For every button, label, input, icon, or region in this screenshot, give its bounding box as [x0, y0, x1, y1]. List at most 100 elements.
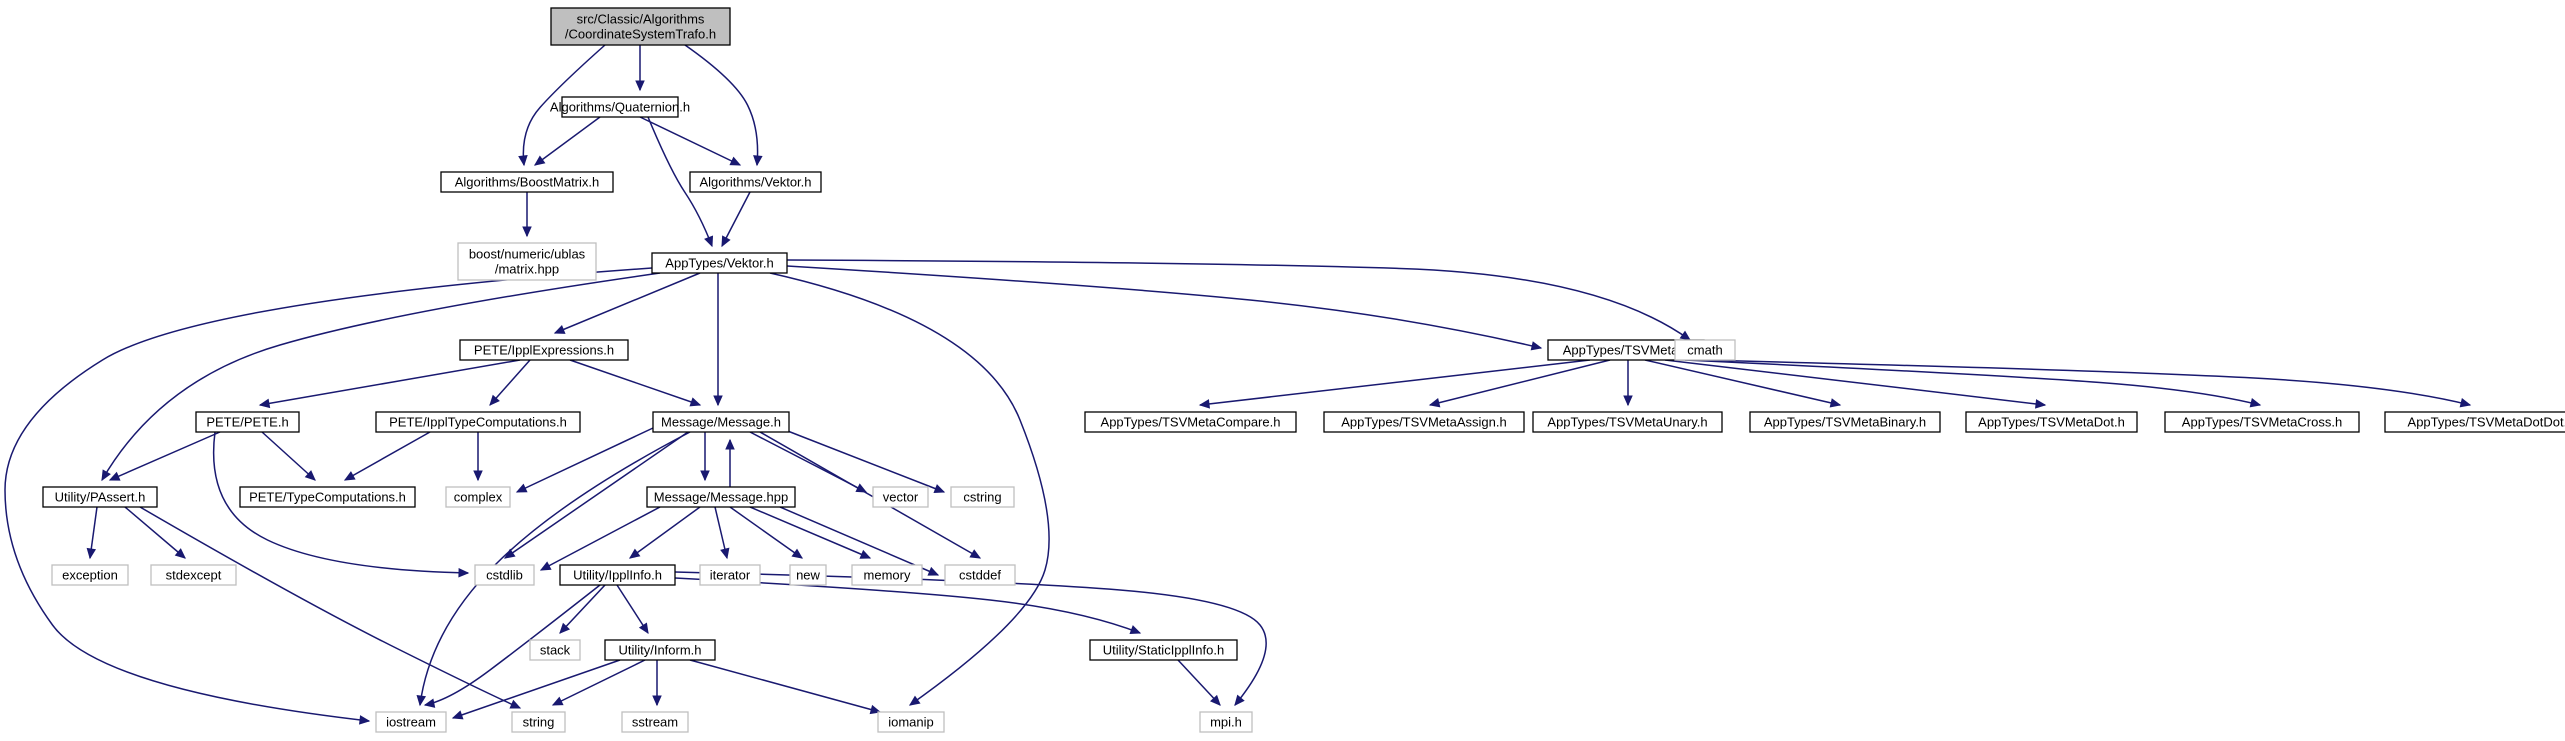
node-pete[interactable]: PETE/PETE.h [195, 411, 300, 433]
node-tsvunary[interactable]: AppTypes/TSVMetaUnary.h [1532, 411, 1723, 433]
arrowhead [720, 547, 730, 560]
edge-root-to-algvektor [684, 44, 763, 167]
edge-inform-to-iomanip [689, 659, 882, 715]
edge-line [779, 427, 945, 493]
node-ipplexpr[interactable]: PETE/IpplExpressions.h [459, 339, 629, 361]
edge-line [109, 431, 221, 481]
node-message[interactable]: Message/Message.h [652, 411, 790, 433]
node-memory: memory [851, 564, 923, 586]
node-box [621, 711, 689, 733]
node-appvektor[interactable]: AppTypes/Vektor.h [651, 252, 788, 274]
edge-messagehpp-to-ipplinfo [629, 506, 701, 559]
node-label: iostream [386, 715, 436, 730]
node-tsvbinary[interactable]: AppTypes/TSVMetaBinary.h [1749, 411, 1941, 433]
edge-message-to-cstddef [759, 431, 982, 559]
edge-line [139, 506, 521, 709]
node-complex: complex [445, 486, 511, 508]
node-iterator: iterator [699, 564, 761, 586]
node-tsvassign[interactable]: AppTypes/TSVMetaAssign.h [1323, 411, 1525, 433]
arrowhead [343, 471, 356, 481]
arrowhead [458, 568, 470, 578]
node-iomanip: iomanip [877, 711, 945, 733]
node-label: AppTypes/TSVMetaCompare.h [1101, 415, 1281, 430]
node-label: /CoordinateSystemTrafo.h [565, 27, 716, 42]
edge-ipplinfo-to-stack [559, 584, 606, 634]
edge-ipplinfo-to-staticipplinfo [674, 577, 1142, 635]
node-box [239, 486, 416, 508]
node-box [150, 564, 237, 586]
node-ippltypecomp[interactable]: PETE/IpplTypeComputations.h [375, 411, 581, 433]
node-box [1749, 411, 1941, 433]
node-box [1323, 411, 1525, 433]
node-box [51, 564, 129, 586]
arrowhead [522, 226, 532, 238]
node-tsvcross[interactable]: AppTypes/TSVMetaCross.h [2164, 411, 2360, 433]
edges-layer [4, 44, 2472, 725]
node-algvektor[interactable]: Algorithms/Vektor.h [689, 171, 822, 193]
node-label: AppTypes/TSVMetaCross.h [2182, 415, 2342, 430]
node-box [1084, 411, 1297, 433]
edge-line [689, 659, 881, 713]
arrowhead [539, 561, 552, 571]
edge-line [769, 272, 1050, 706]
edge-line [516, 427, 654, 493]
edge-tsvmeta-to-tsvcompare [1198, 359, 1591, 409]
node-tsvcompare[interactable]: AppTypes/TSVMetaCompare.h [1084, 411, 1297, 433]
arrowhead [359, 715, 371, 725]
arrowhead [559, 622, 571, 634]
node-box [474, 564, 535, 586]
edge-ippltypecomp-to-complex [473, 432, 483, 482]
node-messagehpp[interactable]: Message/Message.hpp [646, 486, 796, 508]
node-tsvdot[interactable]: AppTypes/TSVMetaDot.h [1965, 411, 2138, 433]
node-box [511, 711, 566, 733]
arrowhead [2459, 398, 2472, 408]
edge-message-to-iostream [416, 431, 691, 707]
node-box [604, 639, 716, 661]
node-label: vector [883, 490, 919, 505]
arrowhead [635, 80, 645, 92]
node-label: AppTypes/Vektor.h [665, 256, 773, 271]
node-label: Algorithms/Quaternion.h [550, 100, 690, 115]
edge-line [759, 431, 981, 559]
node-tsvdotdot[interactable]: AppTypes/TSVMetaDotDot.h [2384, 411, 2565, 433]
arrowhead [416, 695, 427, 707]
node-box [375, 711, 447, 733]
edge-appvektor-to-tsvmeta [786, 265, 1543, 351]
node-quaternion[interactable]: Algorithms/Quaternion.h [550, 96, 690, 118]
node-tsvmeta[interactable]: AppTypes/TSVMeta.h [1547, 339, 1705, 361]
node-boostmatrix[interactable]: Algorithms/BoostMatrix.h [440, 171, 614, 193]
node-ipplinfo[interactable]: Utility/IpplInfo.h [559, 564, 676, 586]
node-box [375, 411, 581, 433]
node-label: cmath [1687, 343, 1722, 358]
node-label: AppTypes/TSVMetaBinary.h [1764, 415, 1926, 430]
node-label: AppTypes/TSVMetaAssign.h [1341, 415, 1506, 430]
edge-line [424, 584, 601, 706]
node-iostream: iostream [375, 711, 447, 733]
edge-ipplexpr-to-ippltypecomp [489, 359, 531, 406]
edge-ipplinfo-to-inform [616, 584, 649, 635]
node-passert[interactable]: Utility/PAssert.h [42, 486, 158, 508]
node-root[interactable]: src/Classic/Algorithms/CoordinateSystemT… [550, 7, 731, 46]
edge-messagehpp-to-memory [749, 506, 872, 559]
node-box [950, 486, 1015, 508]
node-typecomp[interactable]: PETE/TypeComputations.h [239, 486, 416, 508]
edge-pete-to-passert [108, 431, 221, 481]
arrowhead [108, 471, 121, 481]
node-staticipplinfo[interactable]: Utility/StaticIpplInfo.h [1089, 639, 1238, 661]
edge-line [419, 431, 691, 706]
node-cmath: cmath [1674, 339, 1736, 361]
node-label: cstdlib [486, 568, 523, 583]
node-box [1199, 711, 1253, 733]
edge-quaternion-to-algvektor [639, 116, 742, 166]
node-ublas: boost/numeric/ublas/matrix.hpp [457, 242, 597, 281]
edge-line [569, 359, 701, 406]
edge-messagehpp-to-cstddef [779, 506, 940, 576]
edge-ipplexpr-to-message [569, 359, 702, 407]
edge-line [1177, 659, 1221, 706]
edge-line [1684, 359, 2261, 406]
arrowhead [101, 469, 111, 482]
node-inform[interactable]: Utility/Inform.h [604, 639, 716, 661]
node-box [652, 411, 790, 433]
node-label: string [523, 715, 555, 730]
